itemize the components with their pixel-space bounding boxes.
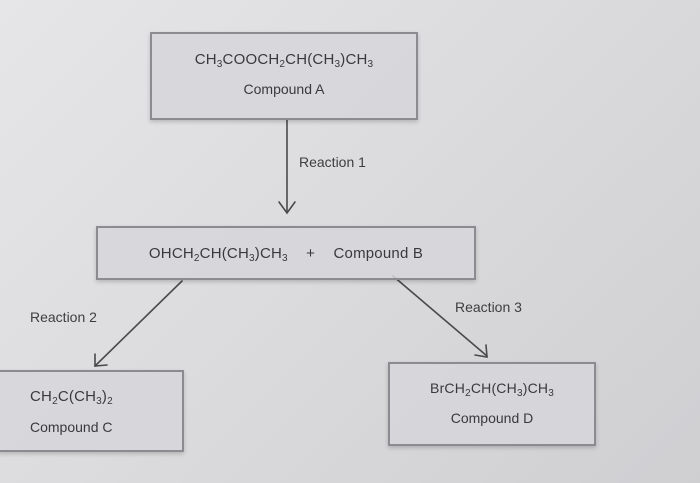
compound-d-box: BrCH2CH(CH3)CH3 Compound D: [388, 362, 596, 446]
reaction-1-label: Reaction 1: [299, 154, 366, 170]
arrow-reaction-2: [94, 280, 183, 367]
intermediate-box: OHCH2CH(CH3)CH3 + Compound B: [96, 226, 476, 280]
reaction-3-label: Reaction 3: [455, 299, 522, 315]
compound-a-formula: CH3COOCH2CH(CH3)CH3: [194, 51, 374, 70]
compound-d-name: Compound D: [450, 410, 534, 426]
compound-c-name: Compound C: [30, 419, 113, 435]
arrow-reaction-3: [392, 275, 488, 358]
compound-d-formula: BrCH2CH(CH3)CH3: [430, 380, 554, 399]
intermediate-formula: OHCH2CH(CH3)CH3: [148, 245, 288, 264]
plus-sign: +: [306, 245, 316, 262]
compound-a-box: CH3COOCH2CH(CH3)CH3 Compound A: [150, 32, 418, 120]
compound-c-formula: CH2C(CH3)2: [30, 388, 113, 407]
compound-c-box: CH2C(CH3)2 Compound C: [0, 370, 184, 452]
compound-b-name: Compound B: [333, 245, 424, 262]
compound-a-name: Compound A: [243, 81, 325, 97]
reaction-2-label: Reaction 2: [30, 309, 97, 325]
arrow-reaction-1: [278, 119, 296, 215]
